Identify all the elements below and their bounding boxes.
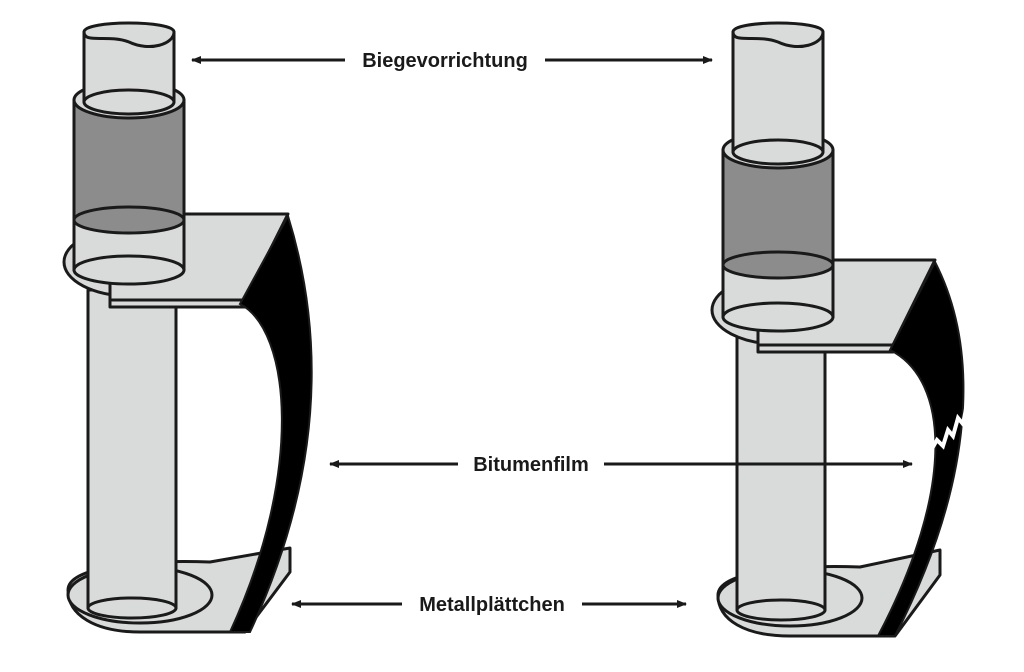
right-top-cylinder — [731, 30, 825, 154]
left-bitumen-film — [228, 213, 313, 633]
left-bending-device — [62, 21, 292, 634]
label-metallplaettchen: Metallplättchen — [419, 594, 565, 616]
left-vertical-rod — [86, 288, 178, 610]
right-bending-device — [710, 21, 942, 638]
label-bitumenfilm: Bitumenfilm — [473, 454, 589, 476]
right-bitumen-film — [876, 259, 965, 637]
film-crack — [928, 403, 969, 454]
label-biegevorrichtung: Biegevorrichtung — [362, 50, 528, 72]
left-dark-band — [72, 98, 186, 222]
right-vertical-rod — [735, 333, 827, 612]
